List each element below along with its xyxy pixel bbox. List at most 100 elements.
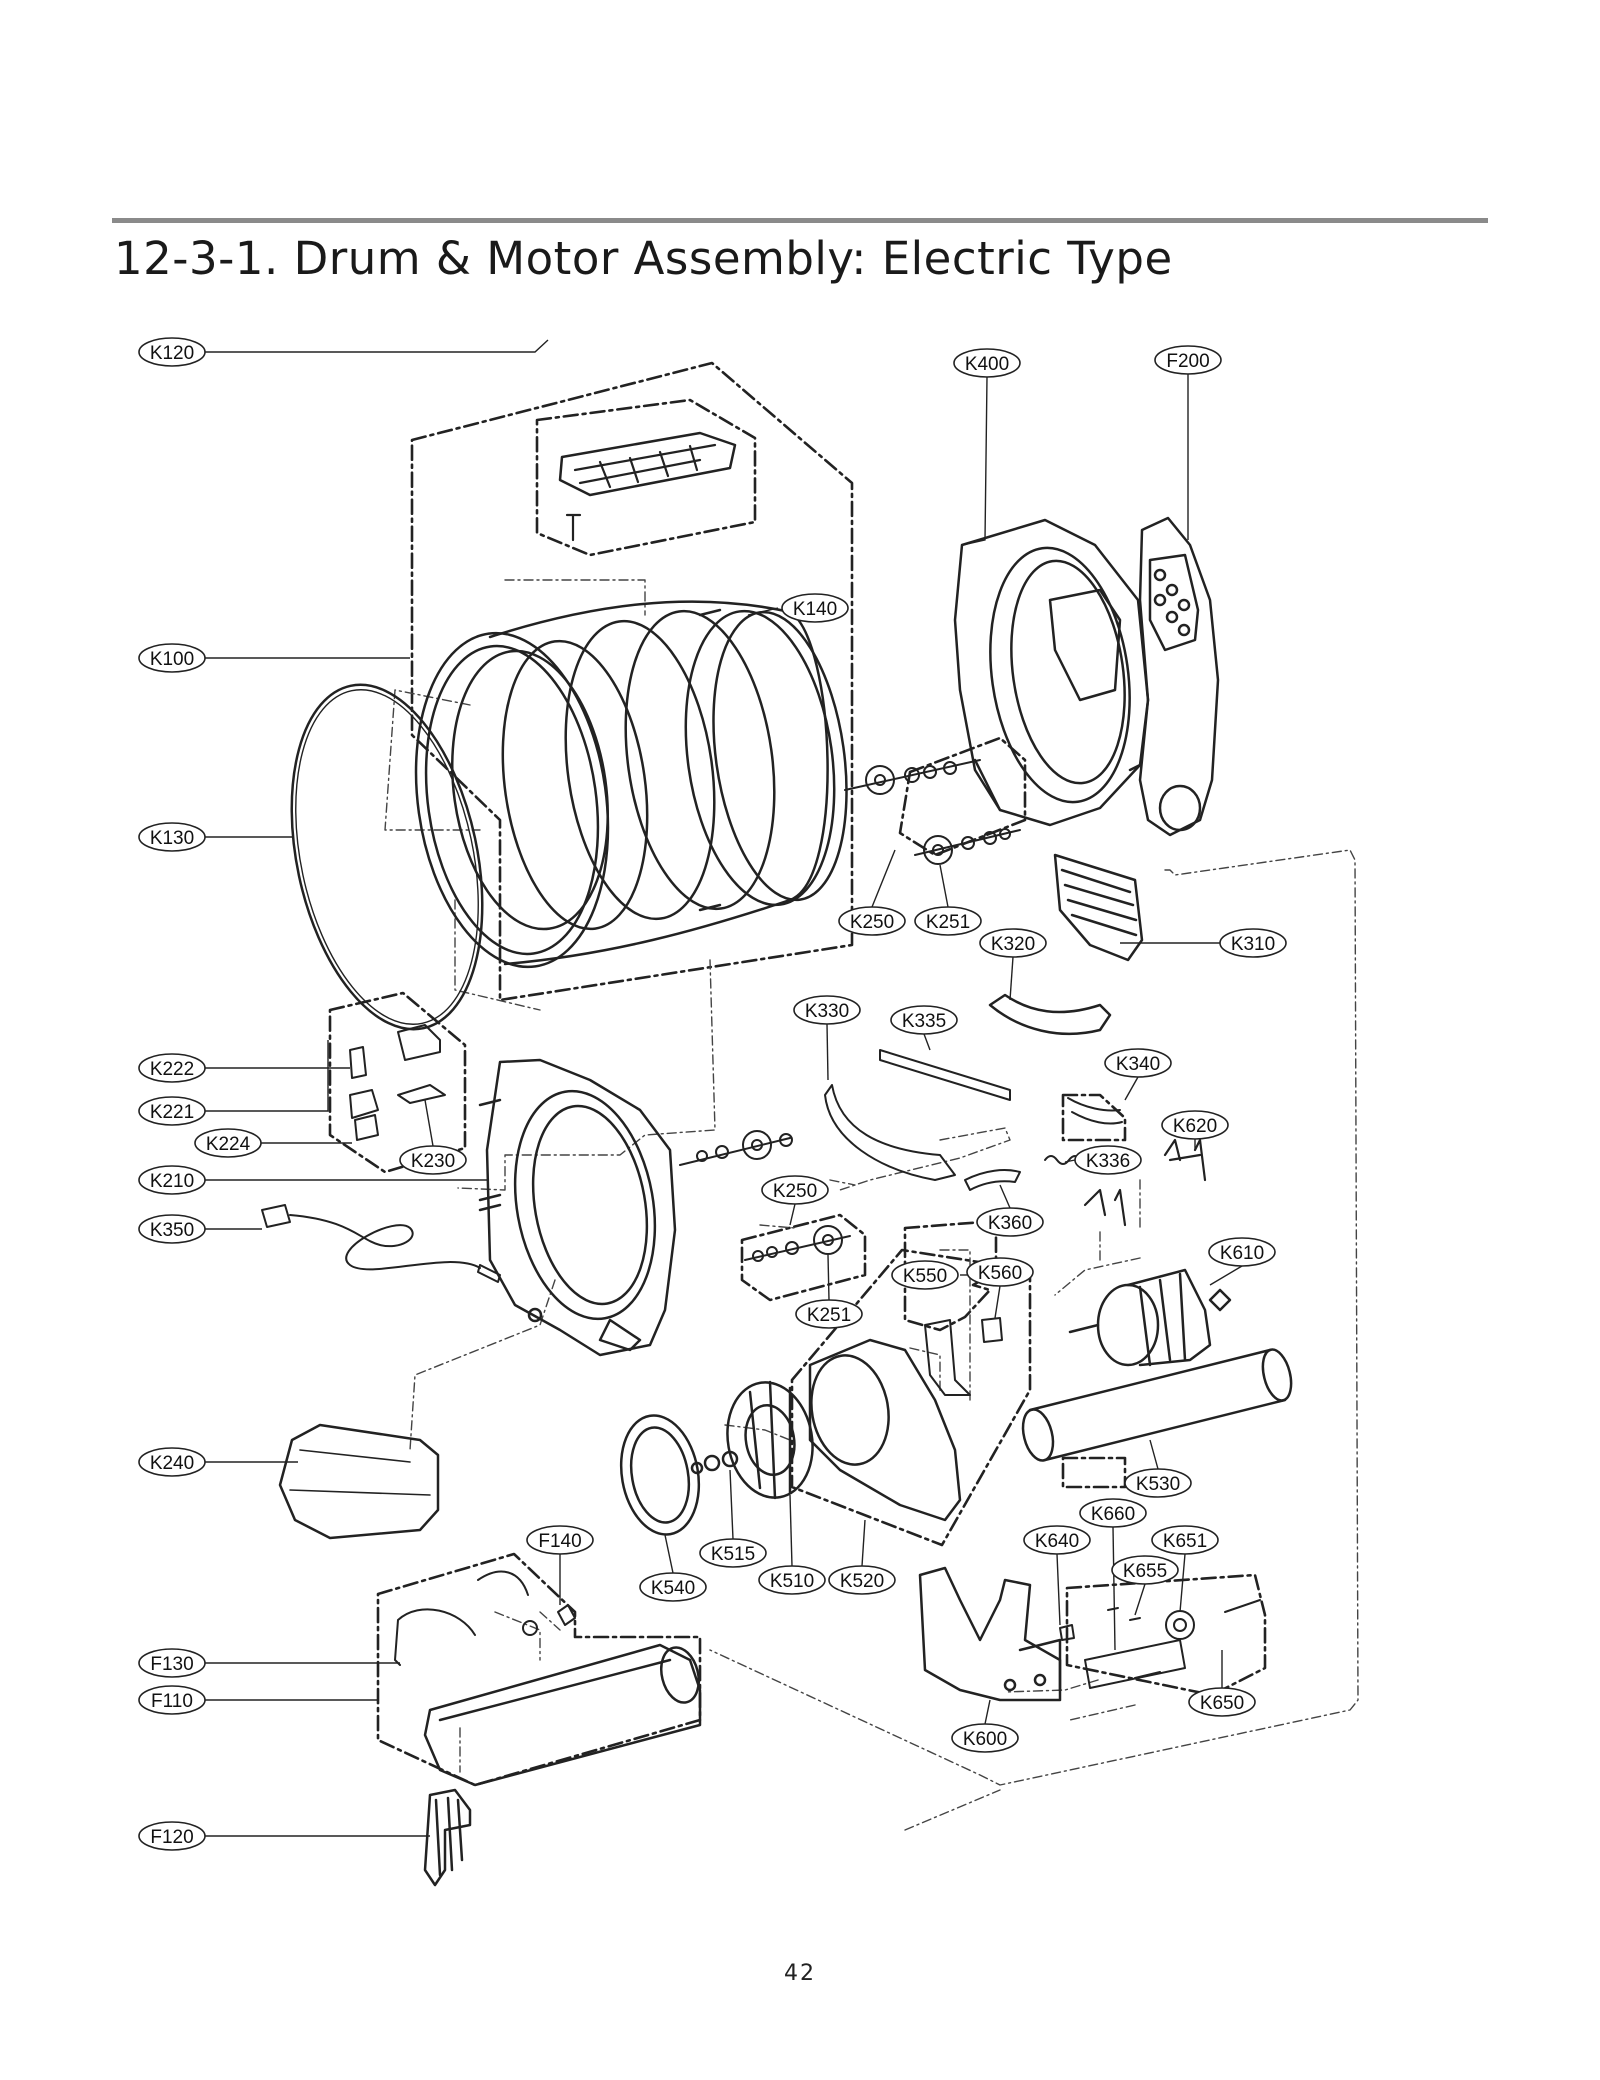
callout-oval: [793, 995, 861, 1025]
callout-oval: [1124, 1468, 1192, 1498]
leader-line: [1009, 956, 1014, 1001]
motor-bracket-part: [924, 1319, 971, 1396]
callout-label: K400: [965, 354, 1009, 375]
strip-part: [879, 1049, 1011, 1101]
rear-bulkhead-part: [953, 518, 1150, 827]
header-rule: [112, 218, 1488, 223]
callout-label: K350: [150, 1220, 194, 1241]
callout-label: K250: [773, 1181, 817, 1202]
callout-oval: [138, 822, 206, 852]
leader-line: [205, 1040, 329, 1112]
callout-oval: [795, 1299, 863, 1329]
motor-part: [1068, 1268, 1232, 1367]
drum-part: [414, 600, 848, 969]
callout-label: K210: [150, 1171, 194, 1192]
callout-k360: K360: [976, 1184, 1044, 1237]
callout-label: K230: [411, 1151, 455, 1172]
leader-line: [729, 1469, 734, 1540]
blower-housing-part: [808, 1338, 962, 1522]
leader-line: [664, 1534, 674, 1574]
heater-element-part: [423, 1788, 472, 1887]
callout-k250: K250: [761, 1175, 829, 1226]
page-number: 42: [784, 1961, 816, 1986]
callout-f110: F110: [138, 1685, 378, 1715]
motor-base-part: [918, 1566, 1062, 1702]
callout-label: K560: [978, 1263, 1022, 1284]
callout-oval: [1023, 1525, 1091, 1555]
callout-oval: [891, 1260, 959, 1290]
callout-oval: [1161, 1110, 1229, 1140]
callout-label: K222: [150, 1059, 194, 1080]
thermistor-part: [981, 1317, 1003, 1343]
callout-k251: K251: [795, 1254, 863, 1329]
front-roller-shaft-part: [679, 1130, 851, 1262]
callout-f140: F140: [526, 1525, 594, 1605]
callout-label: K610: [1220, 1243, 1264, 1264]
callout-label: K335: [902, 1011, 946, 1032]
callout-label: K651: [1163, 1531, 1207, 1552]
leader-line: [984, 1699, 991, 1725]
callout-oval: [1104, 1048, 1172, 1078]
callout-f200: F200: [1154, 345, 1222, 540]
exhaust-duct-part: [1138, 516, 1220, 837]
callout-k320: K320: [979, 928, 1047, 1001]
leader-line: [1149, 1439, 1159, 1470]
callout-k540: K540: [639, 1534, 707, 1602]
callout-oval: [953, 348, 1021, 378]
callout-oval: [138, 337, 206, 367]
callout-label: K515: [711, 1544, 755, 1565]
callout-label: F130: [150, 1654, 193, 1675]
callout-label: K550: [903, 1266, 947, 1287]
leader-line: [939, 864, 949, 908]
leader-line: [871, 849, 896, 908]
callout-label: K310: [1231, 934, 1275, 955]
idler-small-parts: [1059, 1607, 1141, 1641]
callout-label: K240: [150, 1453, 194, 1474]
leader-line: [827, 1254, 830, 1301]
callout-k530: K530: [1124, 1439, 1192, 1498]
callout-k340: K340: [1104, 1048, 1172, 1101]
leader-line: [1134, 1583, 1146, 1616]
leader-line: [1112, 1526, 1116, 1651]
callout-oval: [966, 1257, 1034, 1287]
callout-oval: [138, 643, 206, 673]
callout-label: K520: [840, 1571, 884, 1592]
leader-line: [861, 1519, 866, 1567]
callout-label: K140: [793, 599, 837, 620]
felt-seal-part: [988, 993, 1112, 1036]
callout-oval: [951, 1723, 1019, 1753]
connection-lines: [384, 579, 1359, 1831]
callout-k560: K560: [966, 1257, 1034, 1319]
callout-label: K120: [150, 343, 194, 364]
callout-k130: K130: [138, 822, 292, 852]
callout-oval: [138, 1214, 206, 1244]
callout-oval: [699, 1538, 767, 1568]
leader-line: [789, 1494, 793, 1567]
baffle-part: [558, 431, 737, 542]
lamp-parts: [349, 1024, 446, 1141]
callout-k600: K600: [951, 1699, 1019, 1753]
heater-housing-part: [423, 1643, 702, 1787]
callout-k335: K335: [890, 1005, 958, 1051]
belt-ring-part: [290, 683, 484, 1031]
callout-label: K360: [988, 1213, 1032, 1234]
callout-k251: K251: [914, 864, 982, 936]
callout-oval: [526, 1525, 594, 1555]
leader-line: [826, 1023, 829, 1081]
leader-line: [789, 1203, 796, 1226]
callout-oval: [1074, 1145, 1142, 1175]
callout-label: K130: [150, 828, 194, 849]
callout-label: K530: [1136, 1474, 1180, 1495]
callout-label: K650: [1200, 1693, 1244, 1714]
callout-oval: [1219, 928, 1287, 958]
callout-oval: [138, 1685, 206, 1715]
callout-oval: [194, 1128, 262, 1158]
leader-line: [1124, 1076, 1139, 1101]
callout-oval: [976, 1207, 1044, 1237]
callout-oval: [138, 1447, 206, 1477]
lint-filter-part: [1053, 853, 1144, 962]
callout-k650: K650: [1188, 1650, 1256, 1717]
callout-label: K336: [1086, 1151, 1130, 1172]
leader-line: [923, 1033, 931, 1051]
callout-k336: K336: [1064, 1145, 1142, 1175]
